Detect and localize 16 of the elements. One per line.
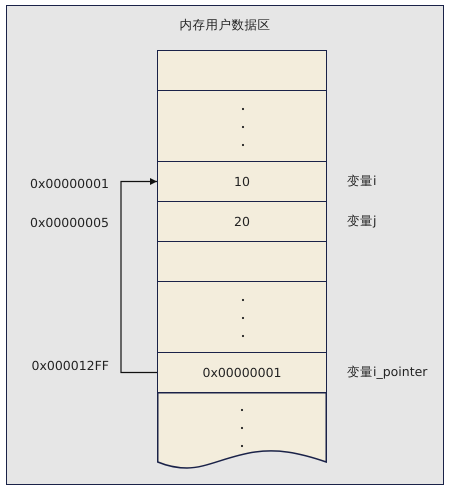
variable-name: 变量j: [347, 213, 376, 230]
cell-value: 10: [234, 174, 250, 189]
memory-cell: [157, 281, 327, 353]
variable-name: 变量i_pointer: [347, 364, 428, 381]
cell-value: 20: [234, 214, 250, 229]
address-label: 0x00000005: [29, 215, 109, 230]
memory-cell: [157, 241, 327, 282]
memory-panel: [6, 5, 444, 485]
pointer-arrow: [120, 178, 157, 374]
address-label: 0x00000001: [29, 176, 109, 191]
memory-cell: [157, 90, 327, 162]
memory-cell: [157, 50, 327, 91]
panel-title: 内存用户数据区: [178, 17, 272, 34]
address-label: 0x000012FF: [30, 358, 109, 373]
variable-name: 变量i: [347, 173, 376, 190]
cell-value: 0x00000001: [202, 365, 282, 380]
